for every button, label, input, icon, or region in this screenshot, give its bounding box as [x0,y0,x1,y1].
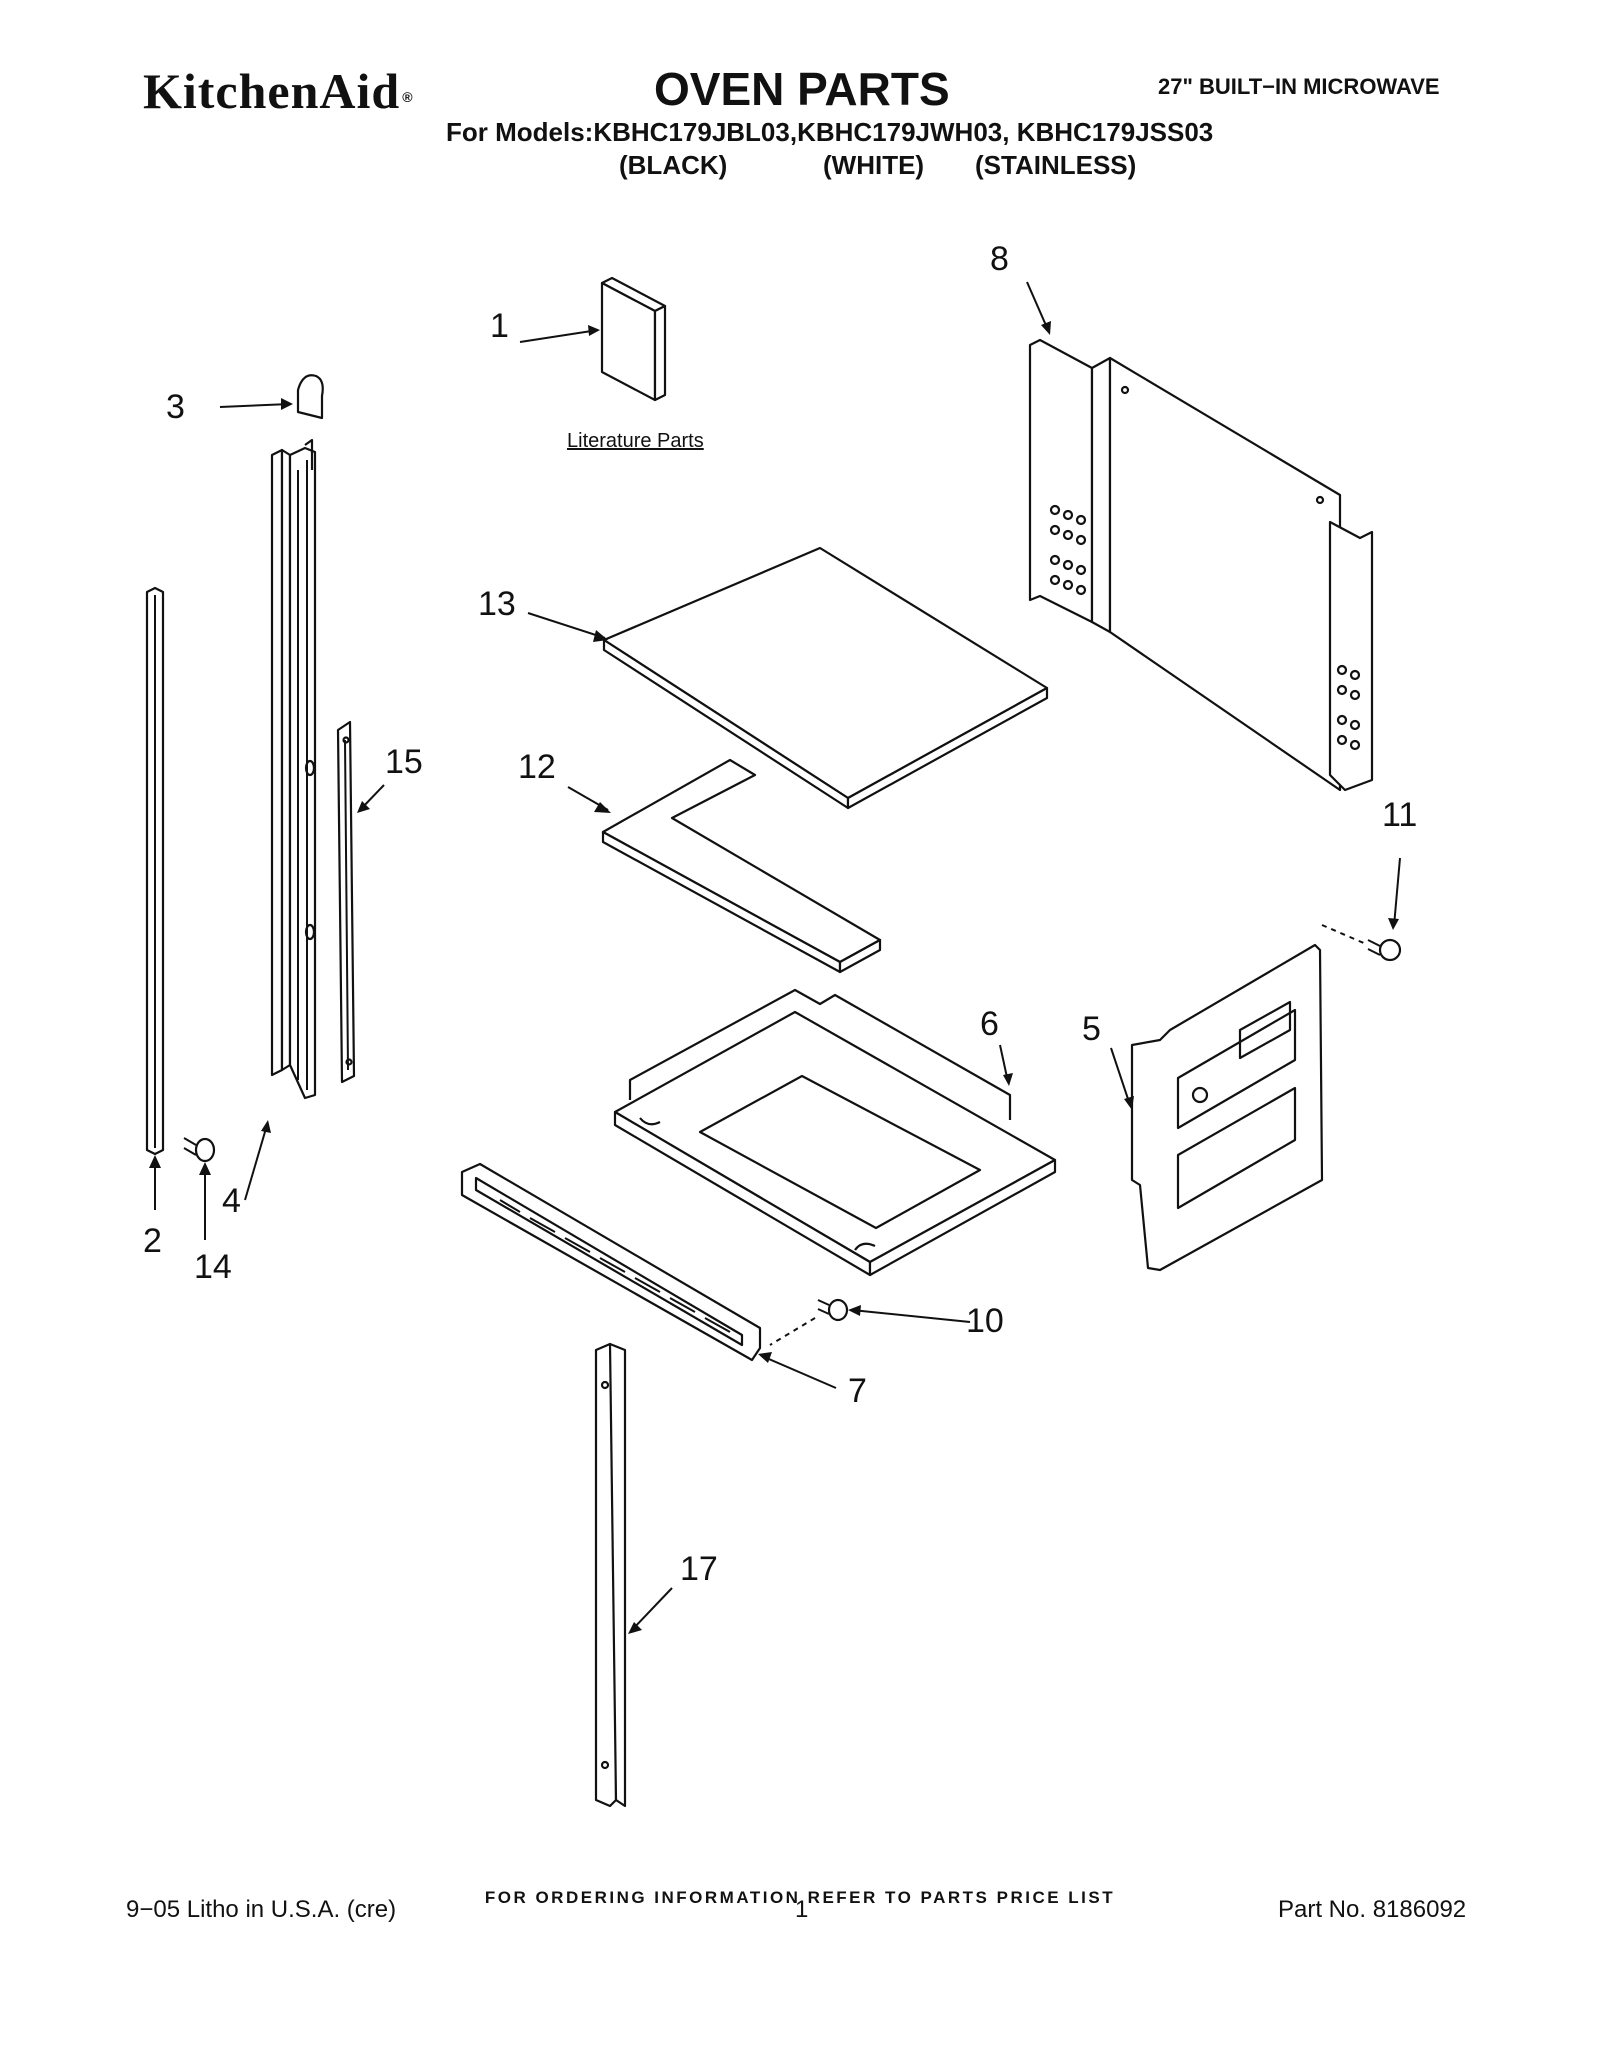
color-white: (WHITE) [823,150,925,180]
callout-11: 11 [1382,796,1418,834]
callout-10: 10 [966,1302,1004,1340]
callout-8: 8 [990,240,1009,278]
registered-mark: ® [402,88,414,105]
part-side-panel [1028,338,1374,792]
litho-info: 9−05 Litho in U.S.A. (cre) [126,1896,397,1923]
callout-5: 5 [1082,1010,1101,1048]
callout-13: 13 [478,585,516,623]
part-end-cap [296,374,324,420]
page-title: OVEN PARTS [654,63,950,115]
part-side-rail-left [270,438,317,1100]
part-screw-left [183,1137,216,1163]
callout-2: 2 [143,1222,162,1260]
part-top-board [602,546,1049,810]
part-l-insulation [601,758,882,974]
callout-14: 14 [194,1248,232,1286]
part-bottom-tray [613,988,1057,1277]
literature-parts-label: Literature Parts [567,430,704,452]
callout-4: 4 [222,1182,241,1220]
part-rear-bracket [1130,943,1324,1272]
part-front-vent-bar [460,1162,762,1362]
part-screw-center [769,1298,849,1346]
vent-slots [499,1199,731,1333]
ordering-info: FOR ORDERING INFORMATION REFER TO PARTS … [484,1888,1116,1907]
part-number: Part No. 8186092 [1278,1896,1467,1923]
product-subtitle: 27" BUILT−IN MICROWAVE [1158,74,1440,99]
part-literature-booklet [600,276,667,402]
part-angle-rail [594,1342,627,1808]
callout-12: 12 [518,748,556,786]
models-line: For Models:KBHC179JBL03,KBHC179JWH03, KB… [446,117,1214,147]
vent-holes-upper [1049,504,1087,596]
part-front-trim-strip [145,586,165,1156]
brand-name: KitchenAid [143,63,401,119]
callout-arrows [149,281,1401,1634]
page-number: 1 [795,1896,809,1923]
callout-17: 17 [680,1550,718,1588]
color-stainless: (STAINLESS) [975,150,1137,180]
callout-6: 6 [980,1005,999,1043]
callout-15: 15 [385,743,423,781]
part-narrow-strip [336,720,356,1084]
vent-holes-lower [1336,664,1361,751]
callout-7: 7 [848,1372,867,1410]
color-black: (BLACK) [619,150,728,180]
callout-1: 1 [490,307,509,345]
callout-3: 3 [166,388,185,426]
brand-logo: KitchenAid® [143,62,414,120]
part-screw-right [1321,924,1402,962]
